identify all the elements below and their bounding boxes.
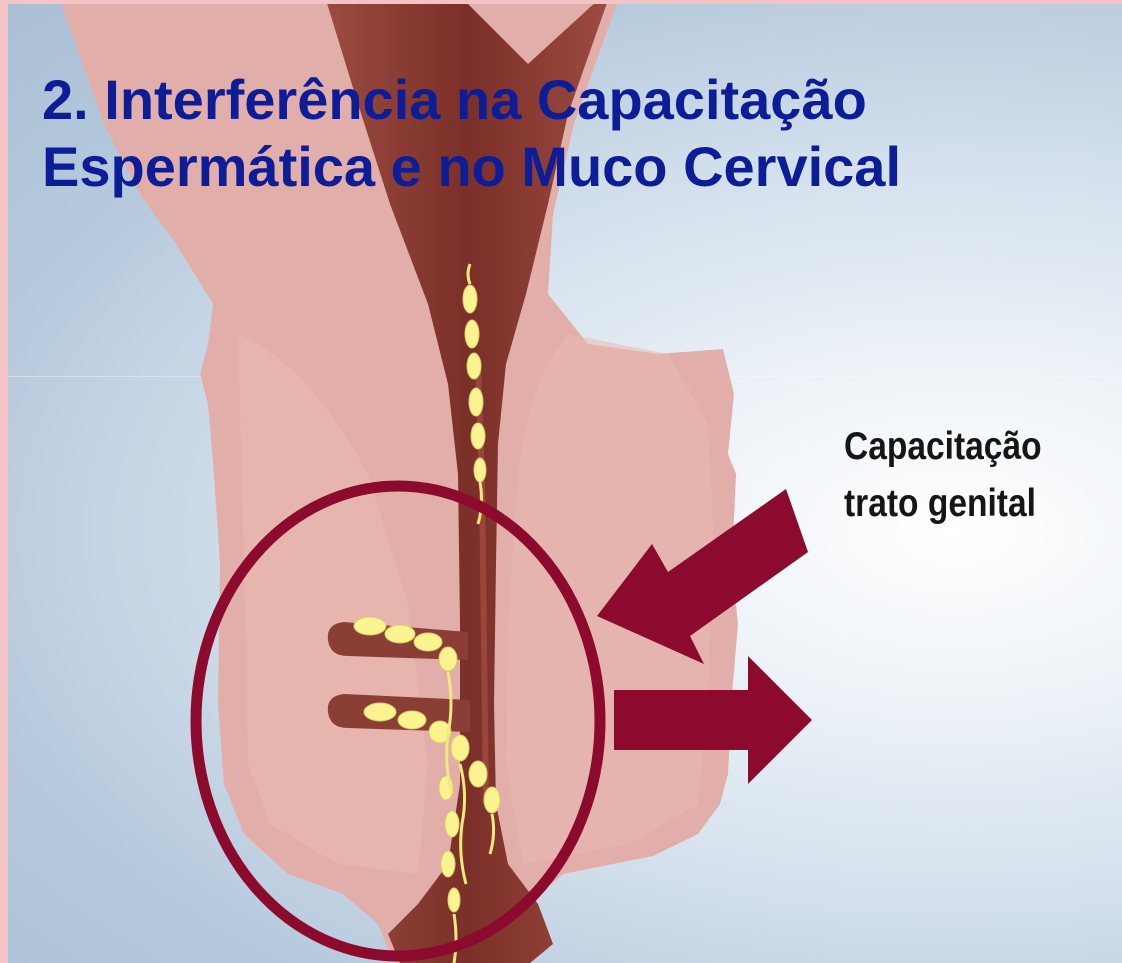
capacitation-caption: Capacitação trato genital bbox=[844, 418, 1083, 532]
caption-line-2: trato genital bbox=[844, 475, 1083, 532]
caption-line-1: Capacitação bbox=[844, 418, 1083, 475]
slide: 2. Interferência na Capacitação Espermát… bbox=[8, 4, 1122, 963]
slide-title: 2. Interferência na Capacitação Espermát… bbox=[42, 66, 1122, 200]
title-line-2: Espermática e no Muco Cervical bbox=[42, 133, 1122, 200]
title-line-1: 2. Interferência na Capacitação bbox=[42, 66, 1122, 133]
